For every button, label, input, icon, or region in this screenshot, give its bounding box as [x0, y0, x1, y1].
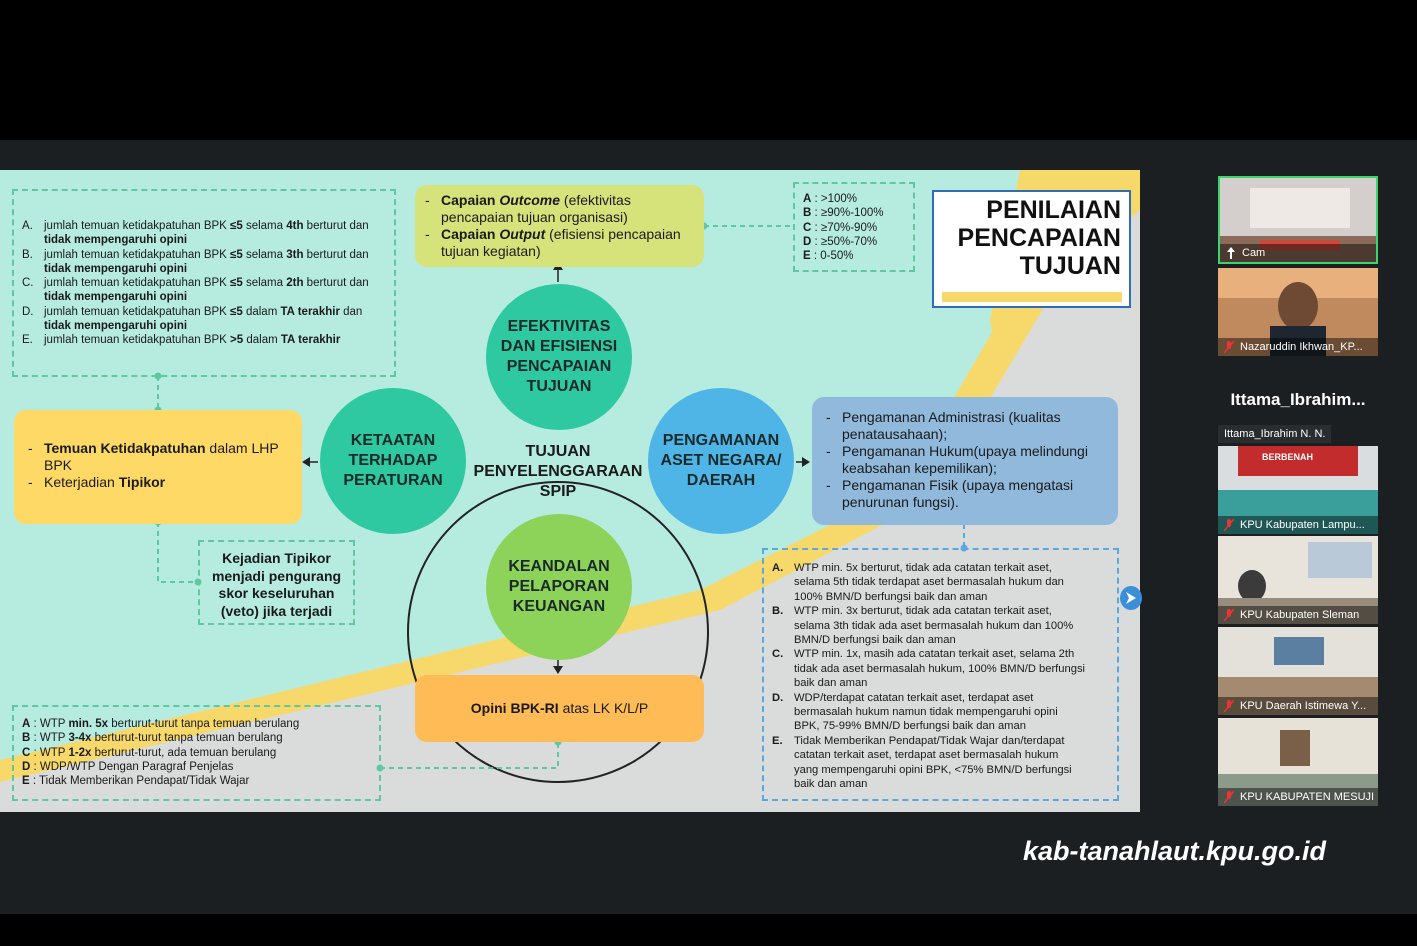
tile-kpu-mesuji-image	[1218, 718, 1378, 806]
opini-score-item: D : WDP/WTP Dengan Paragraf Penjelas	[22, 760, 234, 773]
tile-kpu-diy[interactable]: KPU Daerah Istimewa Y...	[1218, 627, 1378, 715]
tile-kpu-diy-label: KPU Daerah Istimewa Y...	[1218, 697, 1378, 715]
tile-kpu-lampung-image	[1218, 446, 1378, 534]
pengamanan-criteria-item: C.WTP min. 1x, masih ada catatan terkait…	[772, 648, 1086, 690]
top-letterbox	[0, 0, 1417, 140]
score-item: E : 0-50%	[803, 250, 854, 263]
pin-icon	[1227, 247, 1235, 259]
opini-score-item: C : WTP 1-2x berturut-turut, ada temuan …	[22, 746, 277, 759]
share-control-icon[interactable]	[1120, 586, 1142, 610]
tipikor-veto-box: Kejadian Tipikor menjadi pengurang skor …	[198, 540, 355, 625]
slide-title-box: PENILAIAN PENCAPAIAN TUJUAN	[932, 190, 1131, 308]
mic-muted-icon	[1224, 341, 1234, 353]
tile-cam-label: Cam	[1220, 244, 1376, 262]
opini-score-item: E : Tidak Memberikan Pendapat/Tidak Waja…	[22, 775, 250, 788]
opini-bpk-box: Opini BPK-RI atas LK K/L/P	[415, 675, 704, 742]
tile-cam[interactable]: Cam	[1218, 176, 1378, 264]
ketaatan-box: -Temuan Ketidakpatuhan dalam LHP BPK-Ket…	[14, 410, 302, 524]
pengamanan-box: -Pengamanan Administrasi (kualitas penat…	[812, 397, 1118, 525]
circle-ketaatan: KETAATAN TERHADAP PERATURAN	[320, 388, 466, 534]
tile-nazaruddin-label: Nazaruddin Ikhwan_KP...	[1218, 338, 1378, 356]
tile-nazaruddin[interactable]: Nazaruddin Ikhwan_KP...	[1218, 268, 1378, 356]
tile-cam-image	[1220, 178, 1376, 262]
pengamanan-criteria-item: D.WDP/terdapat catatan terkait aset, ter…	[772, 691, 1058, 733]
tile-kpu-diy-image	[1218, 627, 1378, 715]
tile-kpu-sleman-label: KPU Kabupaten Sleman	[1218, 606, 1378, 624]
active-speaker-label: Ittama_Ibrahim N. N.	[1218, 425, 1332, 443]
criteria-item: B.jumlah temuan ketidakpatuhan BPK ≤5 se…	[22, 248, 369, 275]
opini-bpk-text: Opini BPK-RI atas LK K/L/P	[470, 700, 649, 716]
opini-score-item: B : WTP 3-4x berturut-turut tanpa temuan…	[22, 732, 283, 745]
center-goal-text: TUJUAN PENYELENGGARAAN SPIP	[473, 443, 643, 500]
criteria-item: D.jumlah temuan ketidakpatuhan BPK ≤5 da…	[22, 305, 363, 333]
criteria-item: C.jumlah temuan ketidakpatuhan BPK ≤5 se…	[22, 277, 369, 304]
pengamanan-item: -Pengamanan Fisik (upaya mengatasi penur…	[826, 477, 1074, 510]
score-item: B : ≥90%-100%	[803, 207, 884, 220]
tile-kpu-lampung[interactable]: BERBENAH KPU Kabupaten Lampu...	[1218, 446, 1378, 534]
score-item: A : >100%	[803, 193, 858, 205]
tile-kpu-mesuji-label: KPU KABUPATEN MESUJI	[1218, 788, 1378, 806]
score-item: C : ≥70%-90%	[803, 221, 878, 234]
criteria-item: E.jumlah temuan ketidakpatuhan BPK >5 da…	[22, 334, 341, 347]
share-arrow-icon	[1126, 592, 1136, 604]
ketaatan-item: -Temuan Ketidakpatuhan dalam LHP BPK	[28, 440, 279, 473]
mic-muted-icon	[1224, 700, 1234, 712]
opini-score-list: A : WTP min. 5x berturut-turut tanpa tem…	[12, 705, 381, 801]
pengamanan-criteria-list: A.WTP min. 5x berturut, tidak ada catata…	[762, 548, 1119, 801]
mic-muted-icon	[1224, 791, 1234, 803]
banner-text: BERBENAH	[1262, 452, 1314, 462]
criteria-item: A.jumlah temuan ketidakpatuhan BPK ≤5 se…	[22, 220, 369, 247]
tile-kpu-mesuji[interactable]: KPU KABUPATEN MESUJI	[1218, 718, 1378, 806]
ketaatan-item: -Keterjadian Tipikor	[28, 474, 166, 490]
circle-efektivitas: EFEKTIVITAS DAN EFISIENSI PENCAPAIAN TUJ…	[486, 284, 632, 430]
opini-score-item: A : WTP min. 5x berturut-turut tanpa tem…	[22, 718, 300, 730]
efektivitas-score-list: A : >100% B : ≥90%-100%C : ≥70%-90%D : ≥5…	[793, 182, 915, 272]
shared-screen-slide: A.jumlah temuan ketidakpatuhan BPK ≤5 se…	[0, 170, 1140, 812]
tile-nazaruddin-image	[1218, 268, 1378, 356]
pengamanan-criteria-item: A.WTP min. 5x berturut, tidak ada catata…	[772, 562, 1064, 603]
tile-kpu-sleman[interactable]: KPU Kabupaten Sleman	[1218, 536, 1378, 624]
active-speaker-heading: Ittama_Ibrahim...	[1230, 390, 1366, 409]
tile-kpu-lampung-label: KPU Kabupaten Lampu...	[1218, 516, 1378, 534]
mic-muted-icon	[1224, 609, 1234, 621]
pengamanan-criteria-item: B.WTP min. 3x berturut, tidak ada catata…	[772, 605, 1074, 647]
slide-title: PENILAIAN PENCAPAIAN TUJUAN	[957, 196, 1121, 280]
title-underline	[942, 292, 1122, 302]
pengamanan-item: -Pengamanan Administrasi (kualitas penat…	[826, 409, 1061, 442]
ketaatan-criteria-list: A.jumlah temuan ketidakpatuhan BPK ≤5 se…	[12, 189, 396, 377]
pengamanan-item: -Pengamanan Hukum(upaya melindungi keabs…	[826, 443, 1088, 476]
bottom-letterbox	[0, 914, 1417, 946]
circle-pengamanan: PENGAMANAN ASET NEGARA/ DAERAH	[648, 388, 794, 534]
pengamanan-criteria-item: E.Tidak Memberikan Pendapat/Tidak Wajar …	[772, 734, 1072, 791]
circle-keandalan: KEANDALAN PELAPORAN KEUANGAN	[486, 514, 632, 660]
tile-kpu-sleman-image	[1218, 536, 1378, 624]
mic-muted-icon	[1224, 519, 1234, 531]
watermark-url: kab-tanahlaut.kpu.go.id	[1022, 836, 1326, 866]
score-item: D : ≥50%-70%	[803, 235, 878, 248]
